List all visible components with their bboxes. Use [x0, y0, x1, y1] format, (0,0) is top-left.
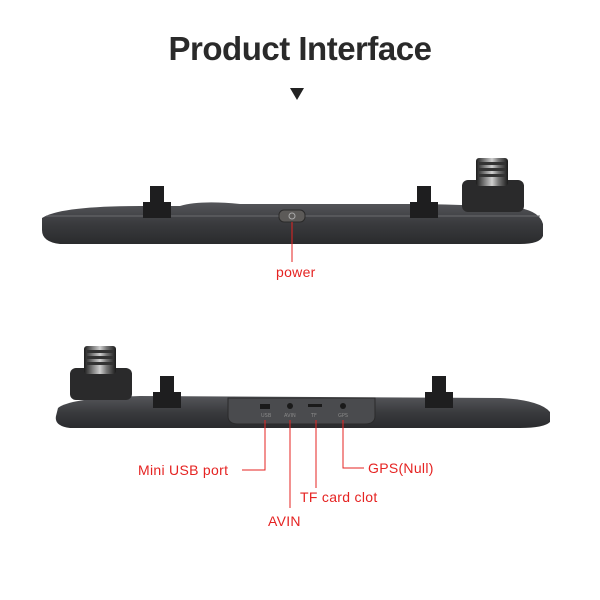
tf-marking: TF [310, 413, 317, 419]
gps-label: GPS(Null) [368, 460, 434, 476]
power-label: power [276, 264, 316, 280]
mount-clip-bottom-right [425, 376, 453, 408]
avin-port [287, 403, 293, 409]
page-title: Product Interface [168, 30, 432, 67]
power-button [278, 209, 306, 223]
down-arrow-icon [290, 88, 304, 100]
tf-card-slot [308, 404, 322, 407]
avin-marking: AVIN [284, 413, 296, 419]
leader-lines [242, 420, 364, 508]
avin-label: AVIN [268, 513, 301, 529]
mini-usb-label: Mini USB port [138, 462, 229, 478]
device-bottom-body [55, 396, 551, 428]
mount-clip-bottom-left [153, 376, 181, 408]
tf-card-label: TF card clot [300, 489, 378, 505]
mount-clip-right [410, 186, 438, 218]
gps-marking: GPS [338, 413, 348, 419]
usb-marking: USB [261, 413, 272, 419]
mount-clip-left [143, 186, 171, 218]
usb-port [260, 404, 270, 409]
rear-camera-bottom [70, 346, 132, 400]
rear-camera-top [462, 158, 524, 212]
gps-port [340, 403, 346, 409]
